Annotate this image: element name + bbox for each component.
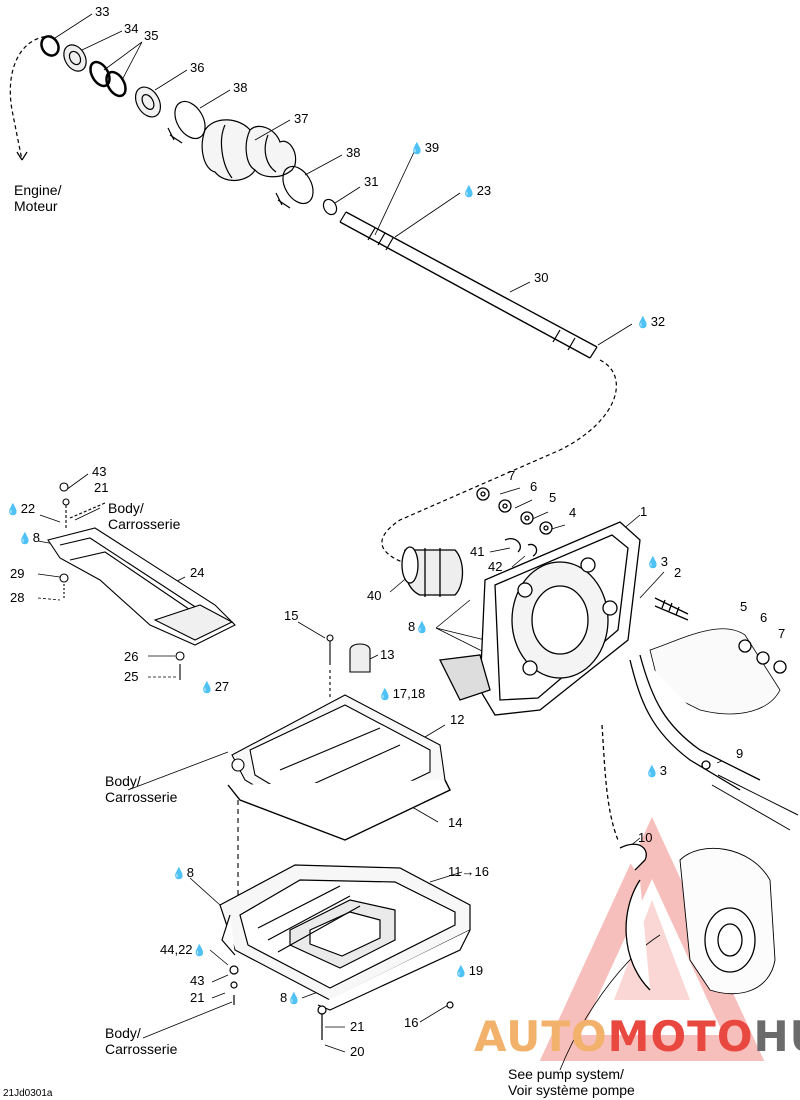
callout-37: 37 [294,111,309,126]
callout-43-upper: 43 [92,464,107,479]
callout-30: 30 [534,270,549,285]
callout-17-18: 💧17,18 [378,686,426,702]
callout-3-lower: 💧3 [645,763,667,779]
callout-14: 14 [448,815,463,830]
callout-23: 💧23 [462,183,492,199]
callout-35: 35 [144,28,159,43]
callout-5-upper: 5 [549,490,557,505]
callout-2: 2 [674,565,682,580]
callout-31: 31 [364,174,379,189]
callout-39: 💧39 [410,140,440,156]
watermark-part-auto: AUTO [474,1012,608,1061]
callout-4: 4 [569,505,577,520]
watermark-text: AUTOMOTOHUB [474,1012,800,1061]
callout-7-upper: 7 [508,468,516,483]
drop-icon: 💧 [415,622,429,634]
callout-19: 💧19 [454,963,484,979]
drop-icon: 💧 [378,689,392,701]
callout-8-housing: 8💧 [408,619,429,635]
callout-38-upper: 38 [233,80,248,95]
callout-36: 36 [190,60,205,75]
callout-11-16: 11→16 [448,864,489,879]
callout-38-lower: 38 [346,145,361,160]
callout-3-upper: 💧3 [646,554,668,570]
callout-8-left: 💧8 [18,530,40,546]
intake-grate [219,864,471,1040]
callout-1: 1 [640,504,648,519]
drop-icon: 💧 [287,993,301,1005]
note-body-lower: Body/Carrosserie [105,1025,178,1057]
callout-43-lower: 43 [190,973,205,988]
watermark-part-moto: MOTO [607,1012,754,1061]
callout-8-bottom: 8💧 [280,990,301,1006]
callout-21-upper: 21 [94,480,109,495]
drop-icon: 💧 [645,766,659,778]
callout-41: 41 [470,544,485,559]
callout-12: 12 [450,712,465,727]
callout-21-bottom: 21 [350,1019,365,1034]
callout-10: 10 [638,830,653,845]
note-body-mid: Body/Carrosserie [105,773,178,805]
drive-shaft-assembly [9,35,617,566]
callout-26: 26 [124,649,139,664]
callout-9: 9 [736,746,744,761]
callout-16: 16 [404,1015,419,1030]
callout-42: 42 [488,559,503,574]
callout-32: 💧32 [636,314,666,330]
drop-icon: 💧 [462,186,476,198]
callout-21-lower: 21 [190,990,205,1005]
drop-icon: 💧 [172,868,186,880]
drop-icon: 💧 [18,533,32,545]
drop-icon: 💧 [636,317,650,329]
callout-6-right: 6 [760,610,768,625]
note-engine: Engine/Moteur [14,182,62,214]
watermark-part-hub: HUB [753,1012,800,1061]
callout-25: 25 [124,669,139,684]
drop-icon: 💧 [200,682,214,694]
drop-icon: 💧 [192,945,207,957]
callout-13: 13 [380,647,395,662]
drop-icon: 💧 [6,504,20,516]
ride-plate [227,634,451,905]
callout-33: 33 [95,4,110,19]
callout-6-upper: 6 [530,479,538,494]
callout-5-right: 5 [740,599,748,614]
drawing-code: 21Jd0301a [3,1088,53,1099]
note-body-upper: Body/Carrosserie [108,500,181,532]
callout-40: 40 [367,588,382,603]
drop-icon: 💧 [454,966,468,978]
callout-24: 24 [190,565,205,580]
callout-7-right: 7 [778,626,786,641]
drop-icon: 💧 [646,557,660,569]
callout-20: 20 [350,1044,365,1059]
callout-15: 15 [284,608,299,623]
note-pump-system: See pump system/Voir système pompe [508,1066,635,1098]
reinforcement-plate [47,482,236,680]
callout-22: 💧22 [6,501,36,517]
callout-34: 34 [124,21,139,36]
callout-8-grate: 💧8 [172,865,194,881]
callout-27: 💧27 [200,679,230,695]
callout-29: 29 [10,566,25,581]
callout-44-22: 44,22💧 [160,942,207,958]
pump-housing [401,487,799,995]
drop-icon: 💧 [410,143,424,155]
callout-28: 28 [10,590,25,605]
